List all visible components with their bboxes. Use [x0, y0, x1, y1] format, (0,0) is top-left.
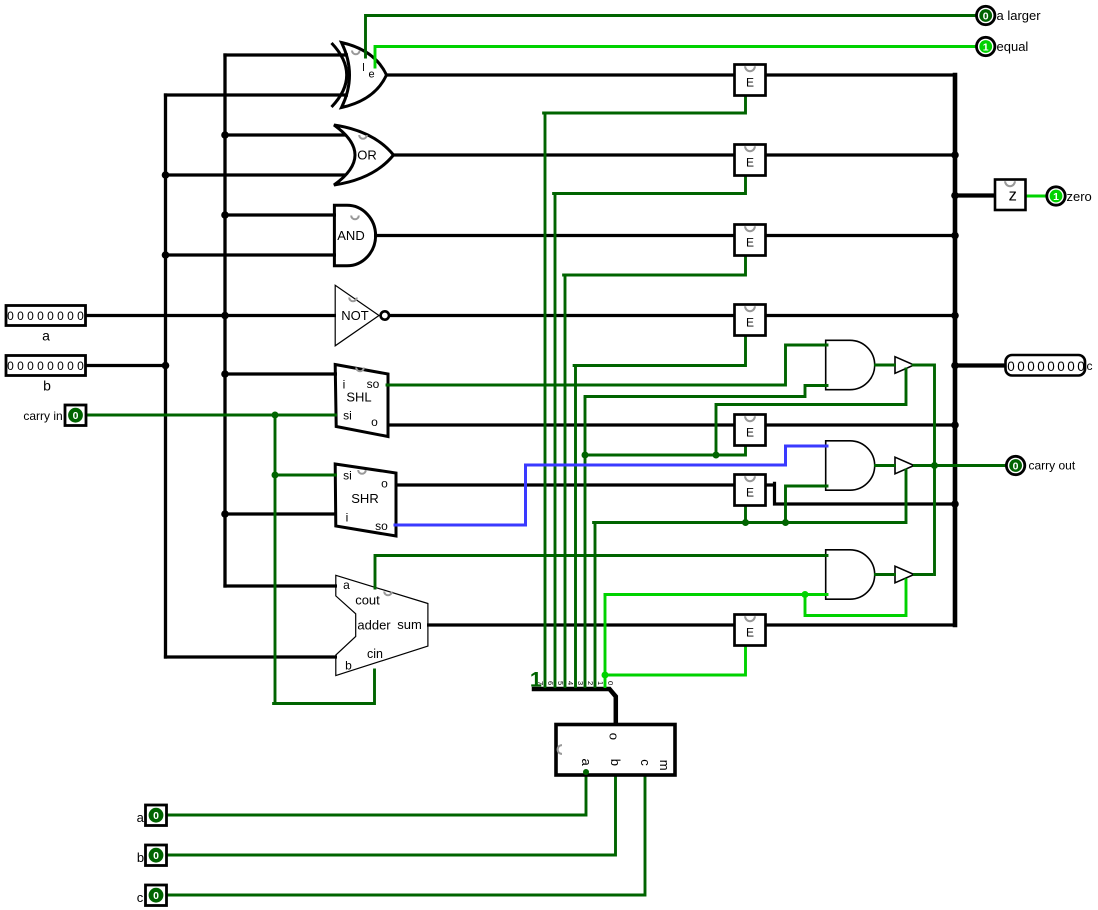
svg-text:0: 0	[57, 359, 64, 373]
svg-text:so: so	[375, 519, 388, 533]
svg-text:0: 0	[47, 309, 54, 323]
svg-text:SHL: SHL	[346, 390, 371, 405]
svg-text:E: E	[746, 426, 754, 440]
svg-text:0: 0	[1027, 359, 1035, 374]
svg-text:0: 0	[1067, 359, 1075, 374]
svg-text:b: b	[43, 378, 51, 394]
svg-text:1: 1	[1053, 191, 1059, 203]
svg-text:OR: OR	[357, 148, 377, 163]
svg-text:zero: zero	[1067, 189, 1092, 204]
svg-text:si: si	[343, 409, 352, 423]
svg-text:0: 0	[67, 309, 74, 323]
svg-text:c: c	[1087, 359, 1093, 373]
svg-text:z: z	[1009, 187, 1017, 205]
svg-text:b: b	[137, 850, 144, 865]
svg-text:cin: cin	[367, 647, 383, 661]
svg-text:0: 0	[1037, 359, 1045, 374]
svg-text:a: a	[42, 328, 50, 344]
svg-text:0: 0	[17, 359, 24, 373]
svg-text:0: 0	[67, 359, 74, 373]
svg-text:0: 0	[153, 850, 159, 862]
svg-text:equal: equal	[997, 39, 1029, 54]
svg-text:0: 0	[73, 410, 79, 422]
svg-text:E: E	[746, 76, 754, 90]
svg-text:0: 0	[1057, 359, 1065, 374]
svg-text:0: 0	[153, 890, 159, 902]
svg-text:0: 0	[1077, 359, 1085, 374]
svg-text:0: 0	[1013, 461, 1019, 473]
svg-text:E: E	[746, 486, 754, 500]
svg-text:a: a	[579, 759, 594, 767]
svg-text:0: 0	[983, 11, 989, 23]
svg-text:5: 5	[556, 681, 565, 685]
svg-text:0: 0	[7, 309, 14, 323]
svg-text:adder: adder	[357, 618, 391, 633]
svg-text:so: so	[367, 377, 380, 391]
svg-text:0: 0	[7, 359, 14, 373]
svg-text:sum: sum	[397, 617, 422, 632]
svg-text:o: o	[371, 415, 378, 429]
svg-text:0: 0	[27, 309, 34, 323]
svg-text:AND: AND	[337, 228, 364, 243]
svg-text:0: 0	[77, 359, 84, 373]
svg-text:si: si	[343, 469, 352, 483]
svg-text:E: E	[746, 626, 754, 640]
svg-text:E: E	[746, 316, 754, 330]
svg-text:a larger: a larger	[997, 8, 1042, 23]
svg-text:c: c	[137, 890, 144, 905]
svg-text:0: 0	[77, 309, 84, 323]
svg-text:0: 0	[1047, 359, 1055, 374]
svg-text:NOT: NOT	[341, 308, 369, 323]
svg-text:1: 1	[596, 681, 605, 685]
svg-text:0: 0	[37, 309, 44, 323]
svg-text:3: 3	[576, 681, 585, 685]
svg-text:i: i	[343, 378, 346, 392]
svg-text:2: 2	[586, 681, 595, 685]
svg-text:1: 1	[983, 42, 989, 54]
svg-text:0: 0	[1007, 359, 1015, 374]
svg-text:o: o	[607, 733, 622, 740]
svg-text:0: 0	[17, 309, 24, 323]
svg-text:a: a	[343, 578, 350, 592]
svg-text:b: b	[345, 659, 352, 673]
svg-text:a: a	[137, 810, 145, 825]
svg-text:E: E	[746, 236, 754, 250]
svg-text:o: o	[381, 477, 388, 491]
svg-text:b: b	[608, 759, 623, 766]
svg-text:e: e	[368, 69, 374, 81]
svg-text:0: 0	[1017, 359, 1025, 374]
svg-text:0: 0	[606, 681, 615, 685]
svg-text:carry out: carry out	[1029, 459, 1076, 473]
svg-text:SHR: SHR	[351, 491, 378, 506]
svg-text:0: 0	[153, 810, 159, 822]
svg-text:0: 0	[27, 359, 34, 373]
svg-text:l: l	[362, 62, 364, 74]
svg-text:6: 6	[546, 681, 555, 685]
svg-text:1: 1	[530, 668, 542, 692]
svg-text:0: 0	[47, 359, 54, 373]
svg-text:E: E	[746, 156, 754, 170]
svg-text:carry in: carry in	[23, 409, 62, 423]
svg-text:0: 0	[37, 359, 44, 373]
svg-text:c: c	[638, 759, 653, 766]
svg-text:0: 0	[57, 309, 64, 323]
svg-text:m: m	[657, 760, 672, 771]
svg-text:7: 7	[536, 681, 545, 685]
svg-text:4: 4	[566, 681, 575, 685]
svg-text:i: i	[346, 511, 349, 525]
svg-text:cout: cout	[355, 593, 380, 608]
